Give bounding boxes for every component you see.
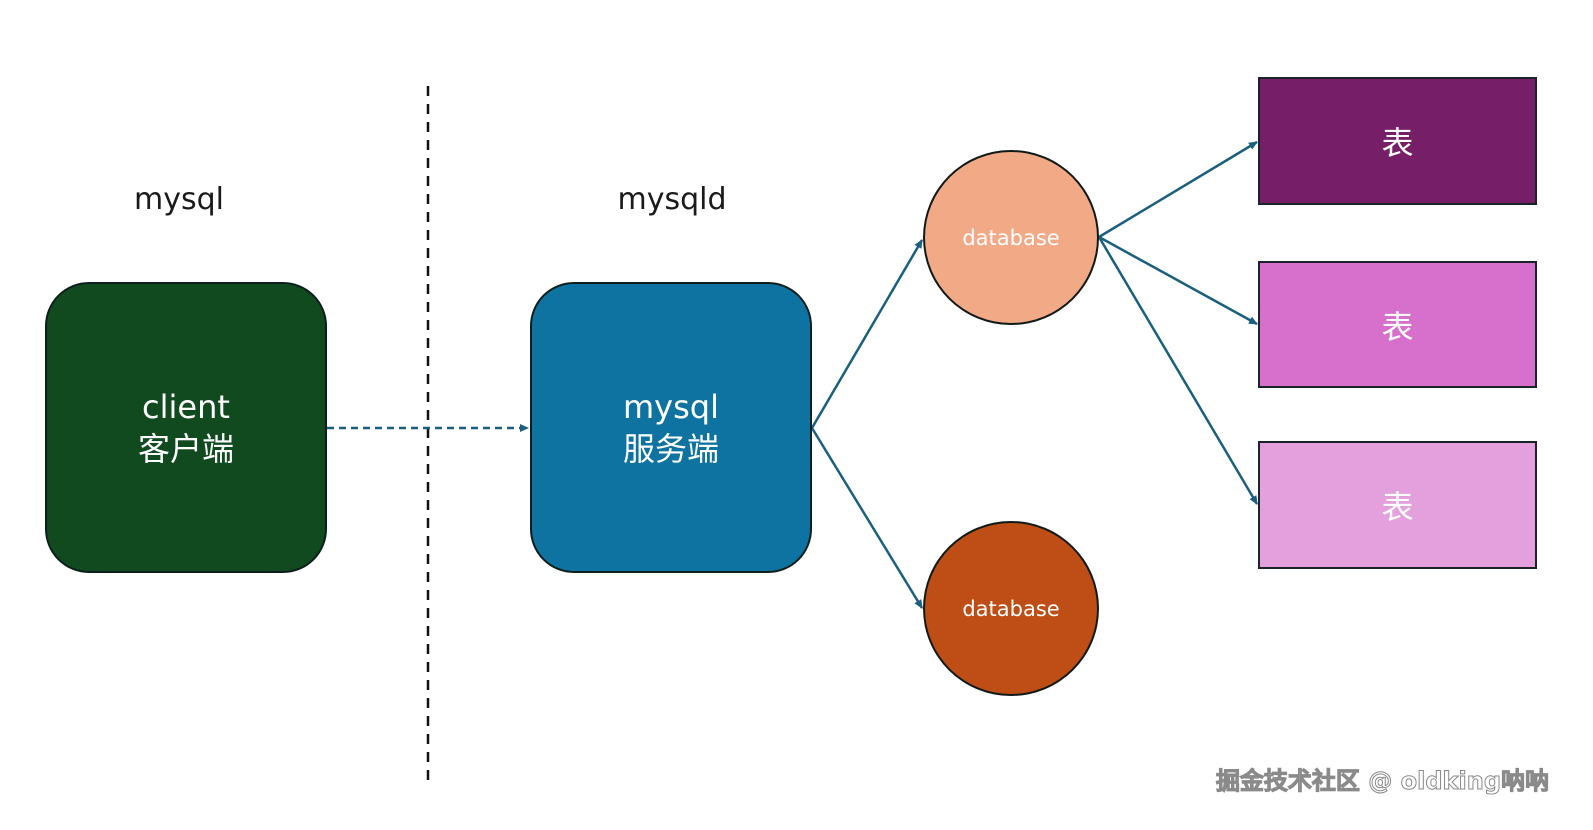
- database-node-1: database: [923, 150, 1099, 325]
- client-box-label: client: [142, 387, 230, 426]
- database-node-1-label: database: [962, 225, 1060, 250]
- server-box: mysql 服务端: [530, 282, 812, 573]
- client-box: client 客户端: [45, 282, 327, 573]
- server-box-label: mysql: [623, 387, 719, 426]
- database-to-table-1-arrow: [1098, 140, 1258, 239]
- server-box-sublabel: 服务端: [622, 429, 719, 468]
- watermark: 掘金技术社区 @ oldking呐呐: [1215, 767, 1549, 796]
- database-node-2: database: [923, 521, 1099, 696]
- database-to-table-3-arrow: [1097, 236, 1259, 505]
- server-to-database-2-arrow: [810, 427, 924, 609]
- client-side-caption: mysql: [134, 182, 224, 217]
- server-side-caption: mysqld: [617, 182, 727, 217]
- table-node-1: 表: [1258, 77, 1537, 205]
- database-node-2-label: database: [962, 596, 1060, 621]
- table-node-2-label: 表: [1381, 307, 1414, 346]
- server-to-database-1-arrow: [810, 239, 924, 429]
- table-node-2: 表: [1258, 261, 1537, 388]
- table-node-1-label: 表: [1381, 124, 1414, 162]
- client-box-sublabel: 客户端: [137, 429, 234, 468]
- table-node-3-label: 表: [1381, 488, 1414, 526]
- table-node-3: 表: [1258, 441, 1537, 569]
- database-to-table-2-arrow: [1098, 235, 1258, 326]
